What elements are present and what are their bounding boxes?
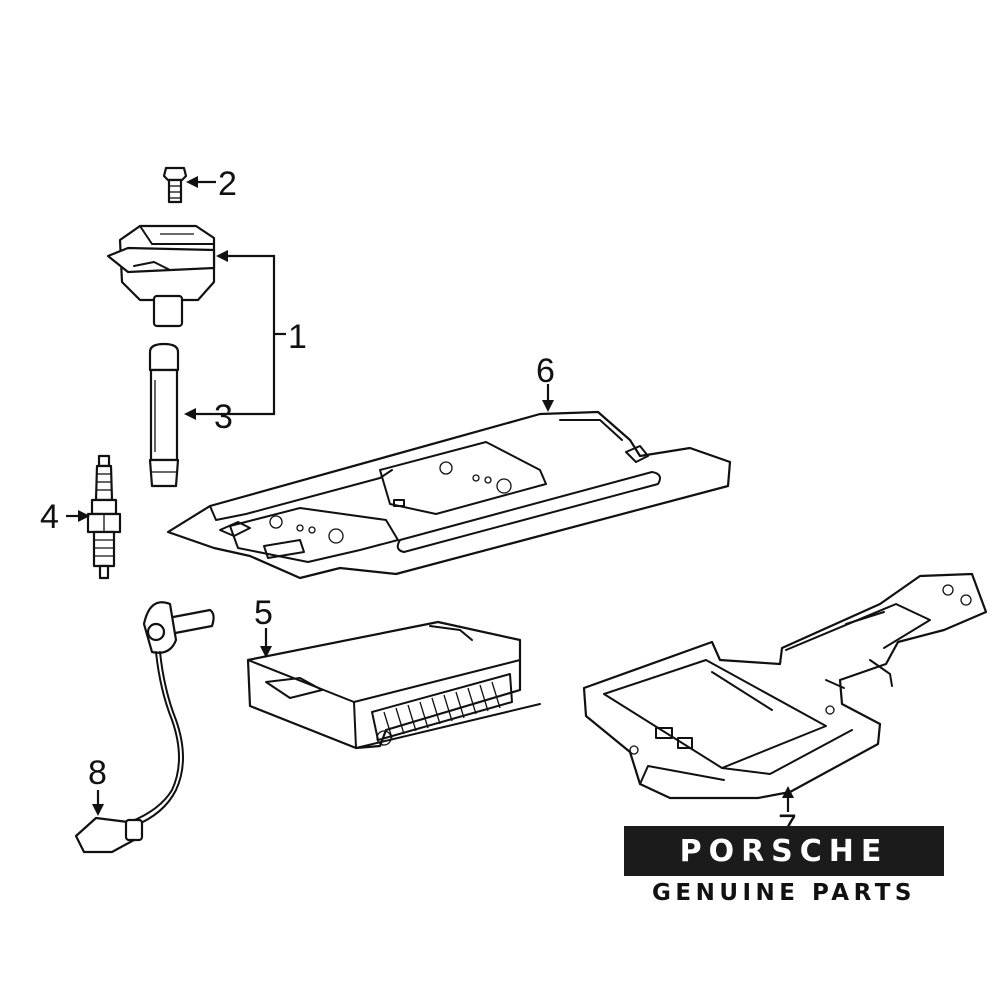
callout-2: 2 xyxy=(218,165,237,203)
callout-4: 4 xyxy=(40,498,59,536)
part-5-control-unit[interactable] xyxy=(246,620,541,750)
callout-3: 3 xyxy=(214,398,233,436)
part-7-bracket[interactable] xyxy=(582,572,988,800)
part-3-coil-boot[interactable] xyxy=(148,342,180,488)
porsche-wordmark-bar: PORSCHE xyxy=(624,826,944,876)
callout-6: 6 xyxy=(536,352,555,390)
callout-1: 1 xyxy=(288,318,307,356)
callout-8: 8 xyxy=(88,754,107,792)
porsche-wordmark: PORSCHE xyxy=(679,833,889,869)
genuine-parts-label: GENUINE PARTS xyxy=(651,880,917,906)
part-8-sensor[interactable] xyxy=(74,601,215,854)
part-6-tray[interactable] xyxy=(166,410,732,580)
part-2-bolt[interactable] xyxy=(162,166,188,204)
leader-lines xyxy=(66,176,794,816)
part-1-ignition-coil[interactable] xyxy=(106,224,216,328)
brand-logo: PORSCHE GENUINE PARTS xyxy=(624,826,944,916)
part-4-spark-plug[interactable] xyxy=(86,454,122,580)
callout-5: 5 xyxy=(254,594,273,632)
